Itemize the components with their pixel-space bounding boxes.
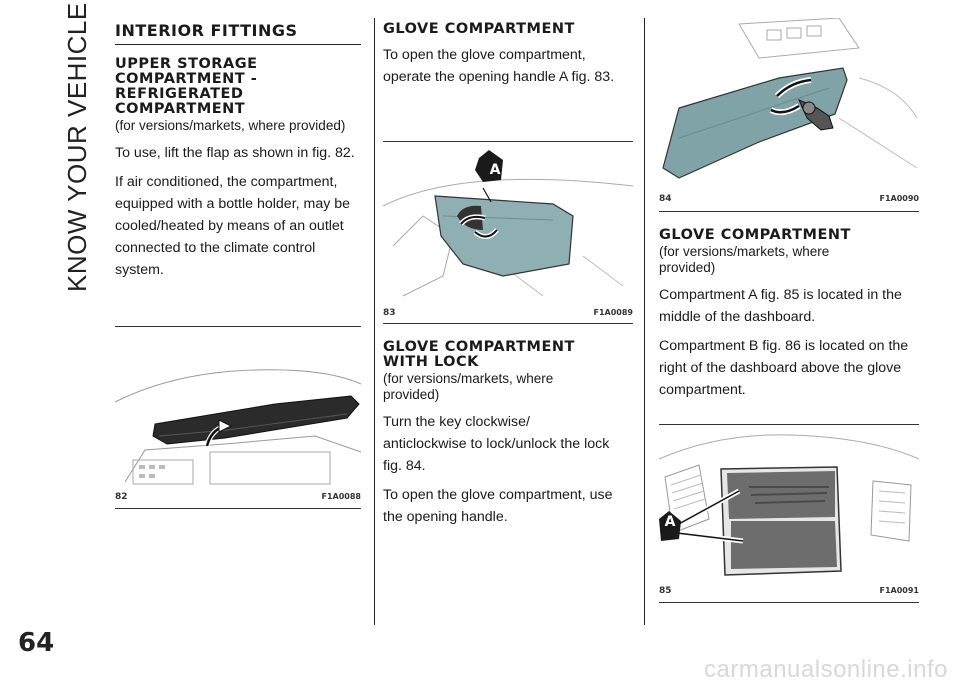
paragraph: To use, lift the flap as shown in fig. 8… [115, 145, 355, 161]
figure-code: F1A0089 [593, 308, 634, 317]
column-1: INTERIOR FITTINGS UPPER STORAGE COMPARTM… [115, 22, 361, 288]
figure-number: 85 [659, 586, 672, 596]
availability-note: (for versions/markets, where provided) [659, 244, 830, 275]
figure-bottom-rule [659, 211, 919, 212]
figure-top-rule [383, 141, 633, 142]
paragraph: To open the glove compartment, operate t… [383, 47, 615, 85]
figure-top-rule [115, 326, 361, 327]
paragraph: Compartment A fig. 85 is located in the … [659, 287, 902, 325]
watermark: carmanualsonline.info [704, 656, 948, 683]
figure-number: 82 [115, 492, 128, 502]
figure-caption: 85 F1A0091 [659, 586, 919, 600]
figure-code: F1A0088 [321, 492, 362, 501]
figure-top-rule [659, 424, 919, 425]
column-2: GLOVE COMPARTMENT To open the glove comp… [383, 22, 633, 95]
figure-caption: 82 F1A0088 [115, 492, 361, 506]
figure-bottom-rule [115, 508, 361, 509]
paragraph: If air conditioned, the compartment, equ… [115, 174, 351, 278]
figure-84-illustration [659, 18, 919, 188]
figure-bottom-rule [659, 602, 919, 603]
subsection-heading: GLOVE COMPARTMENT WITH LOCK [383, 339, 575, 370]
figure-83-illustration [383, 146, 633, 304]
paragraph: Compartment B fig. 86 is located on the … [659, 338, 909, 398]
side-section-title: KNOW YOUR VEHICLE [62, 2, 92, 292]
column-divider [644, 18, 645, 625]
column-2-lower: GLOVE COMPARTMENT WITH LOCK (for version… [383, 340, 633, 535]
page-number: 64 [18, 628, 55, 658]
availability-note: (for versions/markets, where provided) [383, 371, 554, 402]
column-3: GLOVE COMPARTMENT (for versions/markets,… [659, 228, 921, 408]
figure-82: 82 F1A0088 [115, 326, 361, 512]
subsection-heading: GLOVE COMPARTMENT [383, 21, 575, 37]
figure-number: 84 [659, 194, 672, 204]
callout-label-a: A [664, 514, 676, 530]
availability-note: (for versions/markets, where provided) [115, 118, 346, 133]
paragraph: To open the glove compartment, use the o… [383, 487, 613, 525]
column-divider [374, 18, 375, 625]
figure-83: 83 F1A0089 A [383, 141, 633, 326]
figure-82-illustration [115, 332, 361, 488]
figure-caption: 83 F1A0089 [383, 308, 633, 322]
paragraph: Turn the key clockwise/ anticlockwise to… [383, 414, 610, 474]
figure-84: 84 F1A0090 [659, 18, 919, 212]
callout-label-a: A [489, 162, 501, 178]
section-heading: INTERIOR FITTINGS [115, 22, 361, 45]
figure-caption: 84 F1A0090 [659, 194, 919, 208]
figure-code: F1A0090 [879, 194, 920, 203]
subsection-heading: GLOVE COMPARTMENT [659, 227, 851, 243]
figure-number: 83 [383, 308, 396, 318]
figure-85: 85 F1A0091 A [659, 424, 919, 606]
figure-bottom-rule [383, 323, 633, 324]
figure-85-illustration [659, 429, 919, 584]
subsection-heading: UPPER STORAGE COMPARTMENT - REFRIGERATED… [115, 56, 258, 117]
figure-code: F1A0091 [879, 586, 920, 595]
side-section-title-text: KNOW YOUR VEHICLE [62, 2, 92, 292]
